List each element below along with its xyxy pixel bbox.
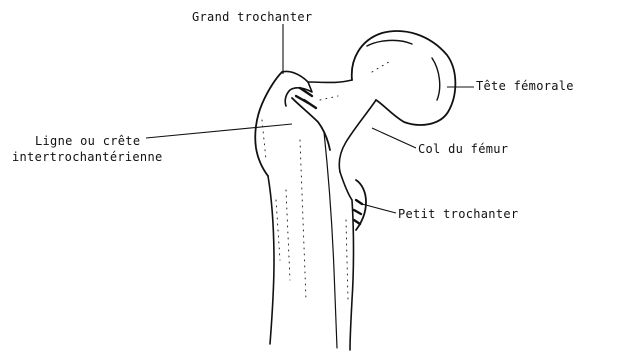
femur-shaft-left bbox=[268, 176, 274, 344]
leader-ligne-intertrochanterienne bbox=[146, 124, 292, 138]
leader-col-du-femur bbox=[372, 128, 416, 148]
femoral-head-inner-edge bbox=[367, 40, 440, 100]
lesser-trochanter-shading bbox=[354, 200, 362, 224]
greater-trochanter-outline bbox=[255, 72, 282, 176]
label-grand-trochanter: Grand trochanter bbox=[192, 10, 312, 24]
femur-shaft-right bbox=[340, 172, 354, 350]
label-petit-trochanter: Petit trochanter bbox=[398, 207, 518, 221]
bone-texture bbox=[262, 60, 392, 300]
femur-drawing bbox=[255, 31, 455, 350]
label-ligne-line1: Ligne ou crête bbox=[35, 134, 140, 148]
label-col-du-femur: Col du fémur bbox=[418, 142, 508, 156]
label-ligne-line2: intertrochantérienne bbox=[12, 150, 163, 164]
femoral-neck-upper bbox=[308, 80, 352, 83]
leader-lines bbox=[146, 24, 474, 213]
femur-shaft-midline bbox=[324, 132, 337, 348]
leader-petit-trochanter bbox=[362, 204, 396, 213]
label-tete-femorale: Tête fémorale bbox=[476, 79, 574, 93]
femoral-neck-lower bbox=[339, 100, 376, 172]
greater-trochanter-tip bbox=[282, 71, 312, 106]
